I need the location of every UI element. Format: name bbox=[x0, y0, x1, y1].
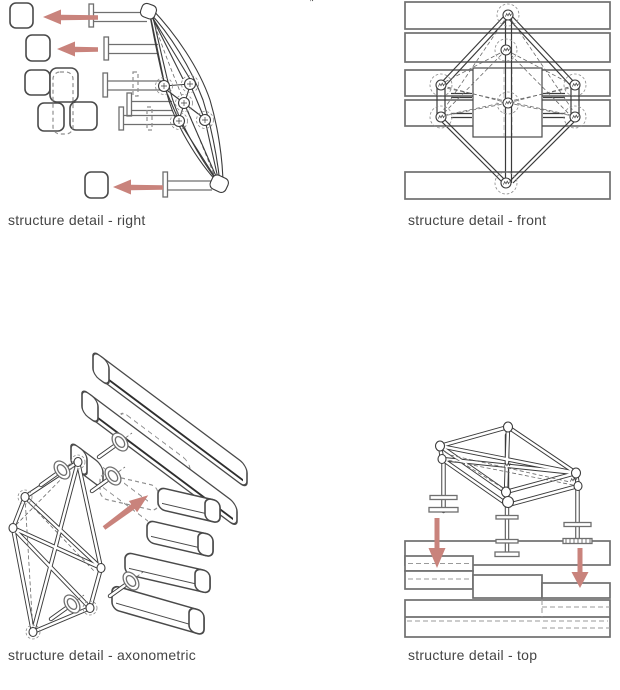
direction-arrows bbox=[43, 9, 163, 195]
washer-flanges bbox=[53, 432, 140, 614]
arrow-down-icon bbox=[428, 518, 446, 568]
truss-members bbox=[436, 13, 580, 185]
node-joints bbox=[310, 0, 587, 195]
hidden-flange bbox=[146, 106, 153, 131]
arrow-left-icon bbox=[113, 179, 163, 195]
frame-legs bbox=[428, 435, 593, 558]
foot-plate bbox=[494, 551, 520, 558]
arrow-down-icon bbox=[571, 548, 589, 588]
node-joints bbox=[155, 75, 214, 130]
hidden-beam-outline bbox=[52, 71, 74, 135]
drawing-structure-top bbox=[404, 421, 611, 638]
caption-right: structure detail - right bbox=[8, 212, 146, 228]
hidden-flange bbox=[132, 71, 139, 97]
beam-cross-sections bbox=[9, 2, 109, 199]
truss-spindle bbox=[139, 2, 230, 193]
direction-arrows bbox=[428, 518, 589, 588]
node-joints bbox=[434, 421, 583, 509]
pin-washers bbox=[41, 432, 144, 619]
truss-end-cap bbox=[139, 2, 158, 20]
node-joints bbox=[8, 454, 106, 640]
timber-beams-3d bbox=[70, 352, 248, 635]
drawing-structure-right bbox=[9, 2, 230, 199]
frame-top-face bbox=[434, 421, 583, 509]
pin-bolts bbox=[88, 3, 212, 198]
arrow-left-icon bbox=[57, 41, 98, 57]
caption-top: structure detail - top bbox=[408, 647, 538, 663]
arrow-left-icon bbox=[43, 9, 98, 25]
foot-plate-hatched bbox=[562, 537, 593, 545]
lattice-truss bbox=[8, 454, 106, 640]
drawing-structure-axonometric bbox=[8, 352, 248, 640]
drawing-structure-front bbox=[310, 0, 611, 200]
caption-axonometric: structure detail - axonometric bbox=[8, 647, 197, 663]
arrow-up-right-icon bbox=[102, 495, 149, 530]
hidden-beam-outline bbox=[99, 473, 159, 511]
truss-end-cap bbox=[209, 174, 230, 193]
foot-plate bbox=[428, 506, 459, 513]
caption-front: structure detail - front bbox=[408, 212, 547, 228]
